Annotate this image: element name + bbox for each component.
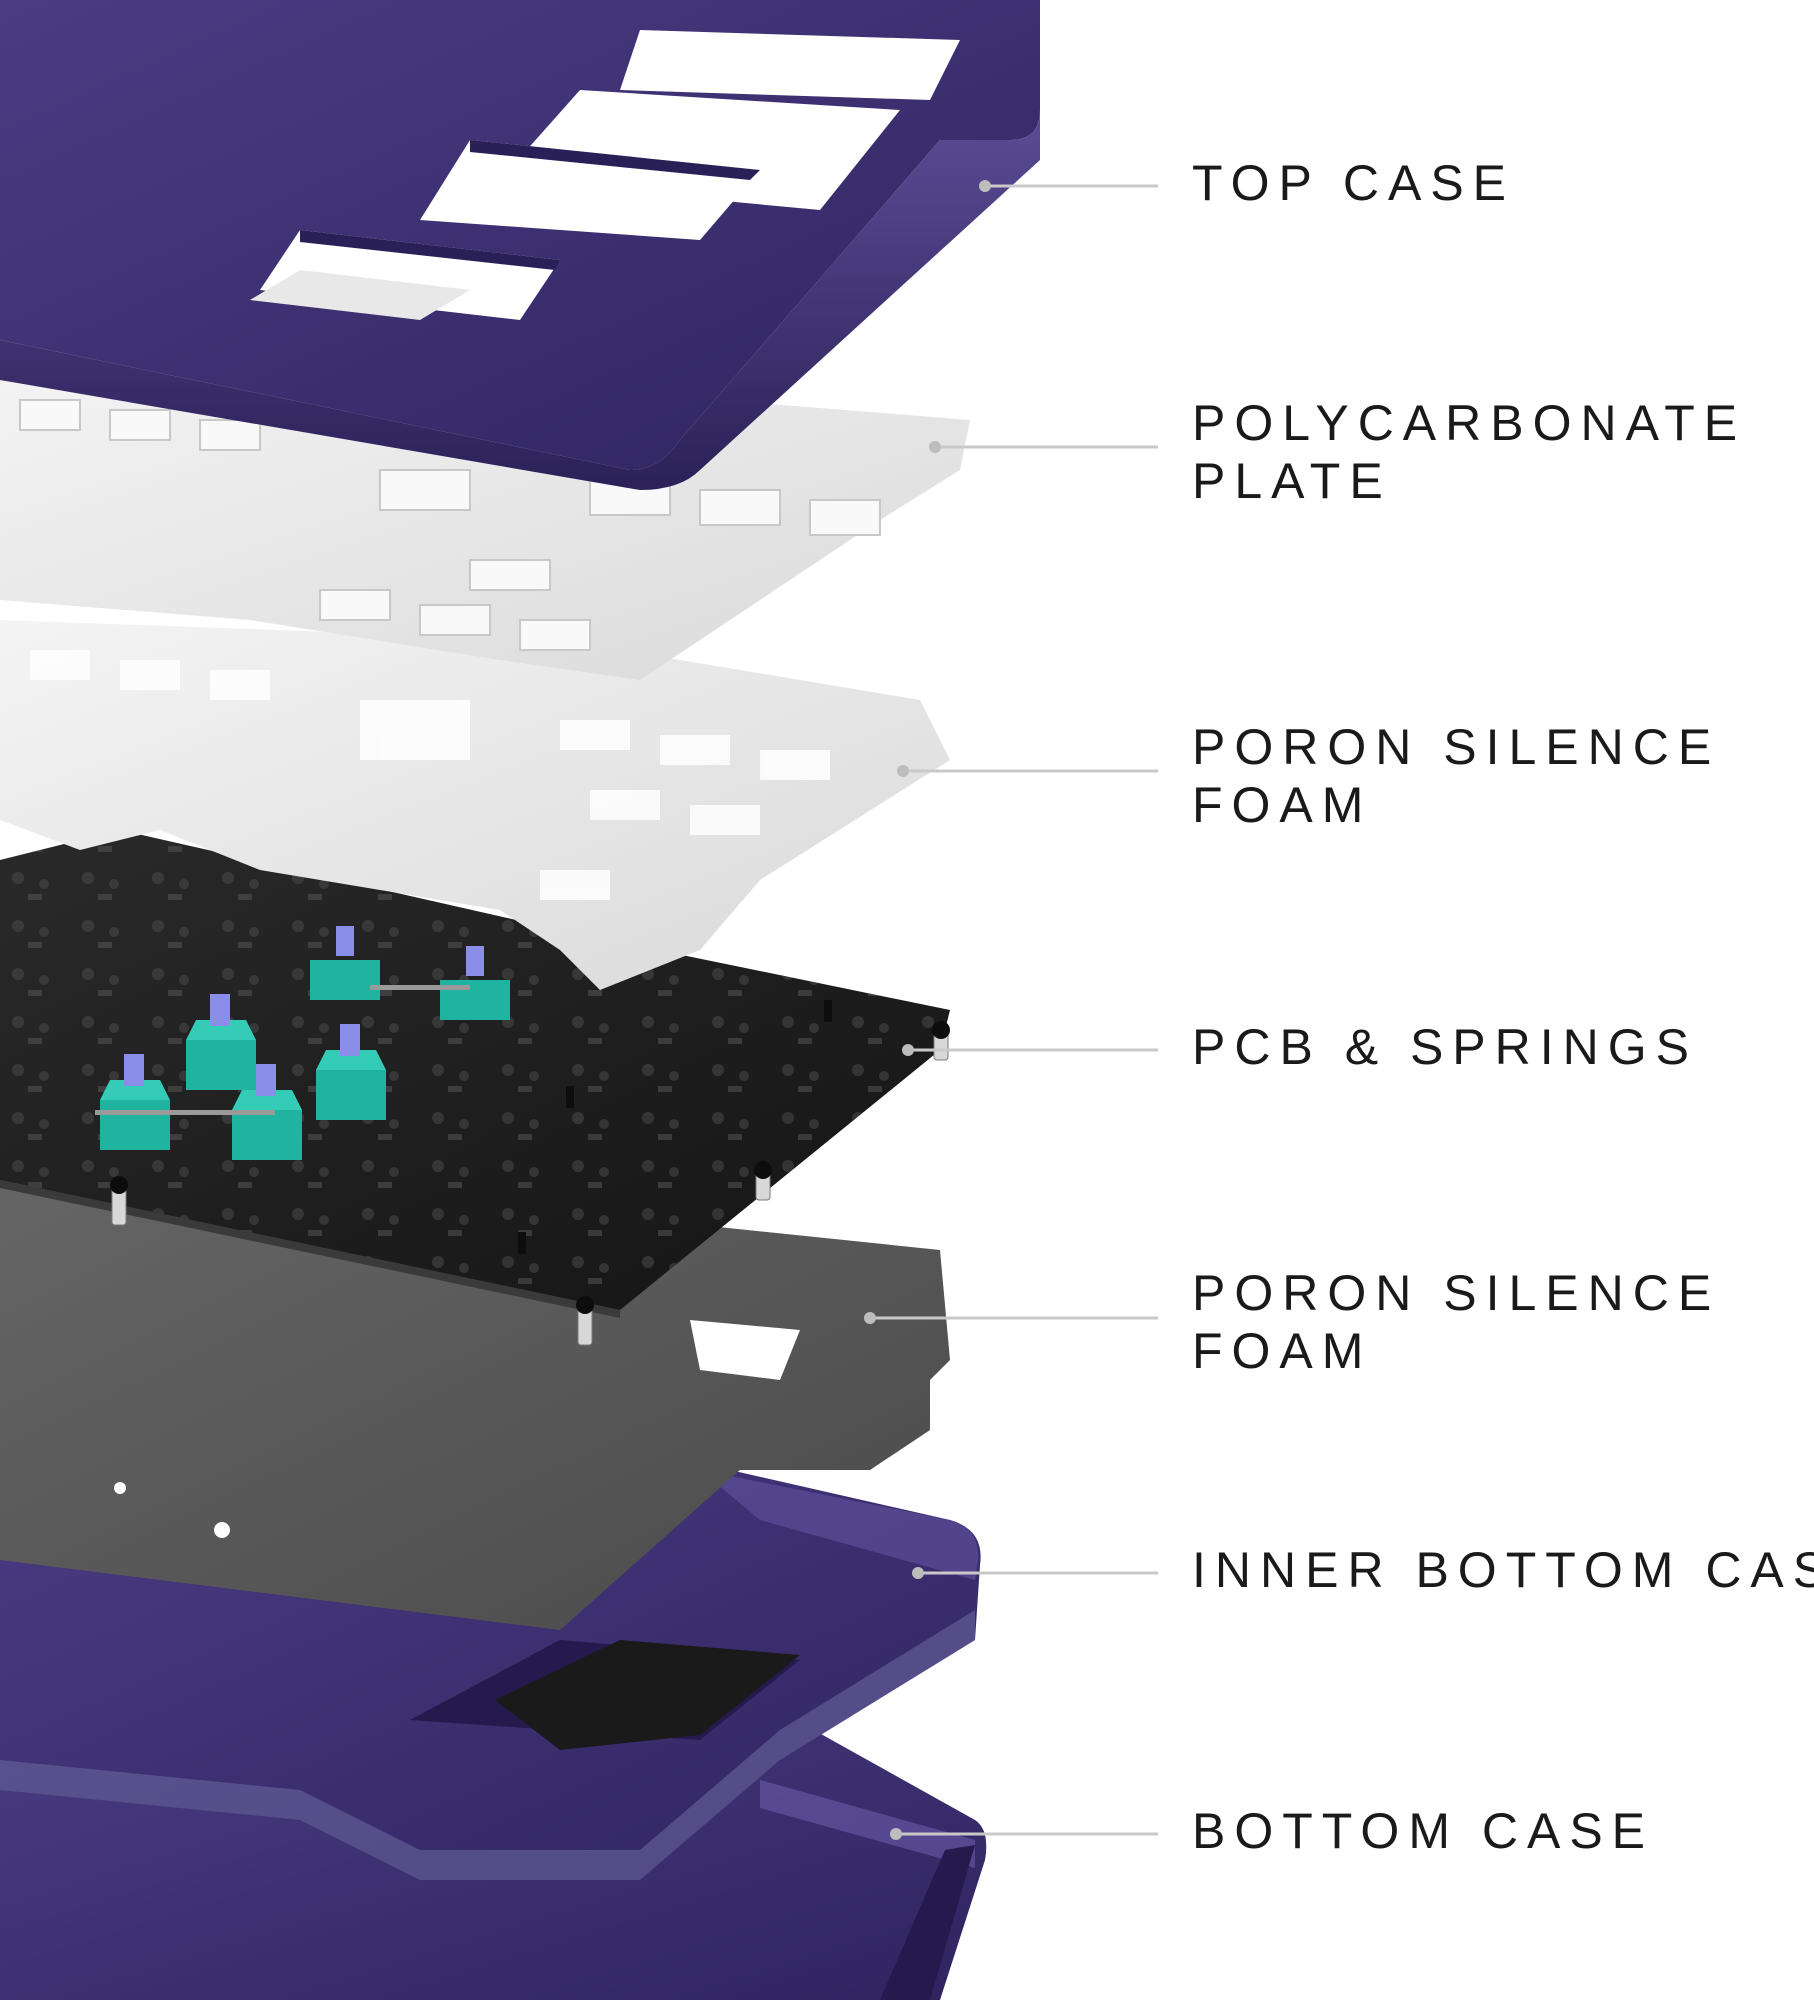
pcb-part <box>0 830 950 1346</box>
label-line: PLATE <box>1192 453 1392 509</box>
label-line: FOAM <box>1192 1323 1373 1379</box>
switch <box>186 994 256 1090</box>
label-line: BOTTOM CASE <box>1192 1803 1655 1859</box>
label-top-case: TOP CASE <box>1192 154 1515 212</box>
label-poron-foam-bottom: PORON SILENCE FOAM <box>1192 1264 1720 1380</box>
leader-line-pcb-springs <box>902 1044 1158 1056</box>
label-bottom-case: BOTTOM CASE <box>1192 1802 1654 1860</box>
switch <box>310 926 380 1000</box>
poron-foam-bottom-part <box>0 1160 950 1630</box>
switch <box>232 1064 302 1160</box>
leader-line-poron-foam-top <box>897 765 1158 777</box>
switch <box>316 1024 386 1120</box>
label-line: PORON SILENCE <box>1192 1265 1721 1321</box>
leader-line-bottom-case <box>890 1828 1158 1840</box>
label-line: PORON SILENCE <box>1192 719 1721 775</box>
label-poron-foam-top: PORON SILENCE FOAM <box>1192 718 1720 834</box>
key-switches <box>95 926 510 1160</box>
poron-foam-top-part <box>0 620 950 990</box>
leader-line-inner-bottom-case <box>912 1567 1158 1579</box>
label-line: TOP CASE <box>1192 155 1516 211</box>
label-inner-bottom-case: INNER BOTTOM CASE <box>1192 1541 1814 1599</box>
label-line: FOAM <box>1192 777 1373 833</box>
label-pcb-springs: PCB & SPRINGS <box>1192 1018 1698 1076</box>
leader-line-poron-foam-bottom <box>864 1312 1158 1324</box>
label-line: PCB & SPRINGS <box>1192 1019 1698 1075</box>
label-line: INNER BOTTOM CASE <box>1192 1542 1814 1598</box>
top-case-part <box>0 0 1040 490</box>
label-polycarbonate-plate: POLYCARBONATE PLATE <box>1192 394 1746 510</box>
leader-line-top-case <box>979 180 1158 192</box>
label-line: POLYCARBONATE <box>1192 395 1747 451</box>
leader-line-polycarbonate-plate <box>929 441 1158 453</box>
leader-lines <box>864 180 1158 1840</box>
